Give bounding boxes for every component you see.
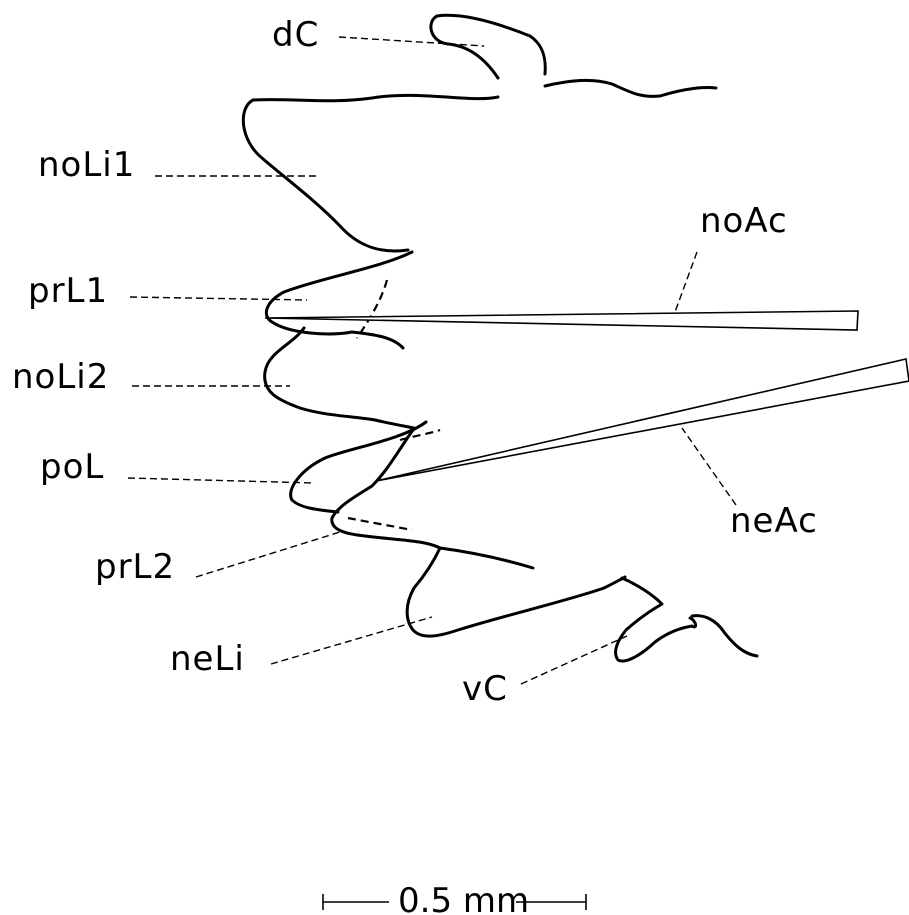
leader-prL1 bbox=[129, 296, 308, 301]
leader-prL2 bbox=[195, 531, 341, 578]
label-poL: poL bbox=[40, 447, 104, 487]
leader-lines bbox=[127, 36, 737, 685]
ventral-cusp-right bbox=[690, 614, 759, 658]
leader-neLi bbox=[270, 616, 433, 665]
leader-dC bbox=[338, 36, 485, 47]
label-neAc: neAc bbox=[730, 501, 818, 541]
label-prL1: prL1 bbox=[28, 271, 108, 311]
leader-vC bbox=[520, 635, 628, 685]
label-neLi: neLi bbox=[170, 639, 245, 679]
hidden-contour-poL bbox=[399, 428, 441, 442]
label-noLi1: noLi1 bbox=[38, 145, 135, 185]
label-vC: vC bbox=[462, 669, 508, 709]
hidden-contour-prL1 bbox=[356, 279, 389, 339]
body-outline bbox=[241, 13, 759, 663]
label-noLi2: noLi2 bbox=[12, 357, 109, 397]
lower-outline bbox=[405, 546, 627, 638]
notopodial-aciculum bbox=[264, 310, 859, 331]
leader-poL bbox=[127, 477, 316, 484]
ventral-cusp bbox=[614, 576, 698, 663]
labels: dC noLi1 noAc prL1 noLi2 poL neAc prL2 n… bbox=[12, 15, 818, 709]
leader-neAc bbox=[681, 427, 737, 506]
dorsal-cusp-outline bbox=[241, 93, 500, 253]
neuropodial-aciculum bbox=[375, 358, 909, 482]
scale-bar: 0.5 mm bbox=[322, 881, 587, 915]
lower-right-outline bbox=[438, 546, 535, 570]
posterior-lobe-fold bbox=[330, 428, 442, 550]
leader-noAc bbox=[674, 251, 698, 313]
label-noAc: noAc bbox=[700, 201, 788, 241]
dorsal-cusp-tip bbox=[429, 13, 547, 80]
label-dC: dC bbox=[272, 15, 319, 55]
hidden-contour-prL2 bbox=[347, 516, 413, 532]
label-prL2: prL2 bbox=[95, 547, 175, 587]
dorsal-right-outline bbox=[543, 78, 718, 98]
notch-limb-2 bbox=[263, 326, 416, 430]
scale-bar-label: 0.5 mm bbox=[398, 881, 529, 915]
posterior-lobe bbox=[289, 420, 428, 514]
